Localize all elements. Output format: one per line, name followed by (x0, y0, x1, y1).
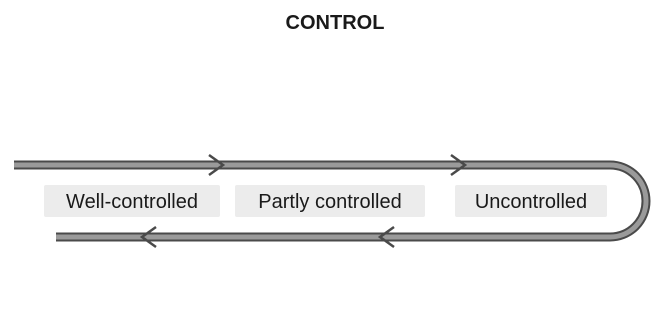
forward-arrow-icon (450, 153, 468, 177)
zone-partly-controlled: Partly controlled (235, 185, 425, 217)
zone-well-controlled: Well-controlled (44, 185, 220, 217)
backward-arrow-icon (377, 225, 395, 249)
diagram-title: CONTROL (286, 12, 385, 34)
forward-arrow-icon (208, 153, 226, 177)
zone-label-well-controlled: Well-controlled (66, 191, 198, 213)
zone-label-uncontrolled: Uncontrolled (475, 191, 587, 213)
flow-arrow (14, 153, 651, 249)
zone-uncontrolled: Uncontrolled (455, 185, 607, 217)
backward-arrow-icon (139, 225, 157, 249)
zone-label-partly-controlled: Partly controlled (258, 191, 401, 213)
